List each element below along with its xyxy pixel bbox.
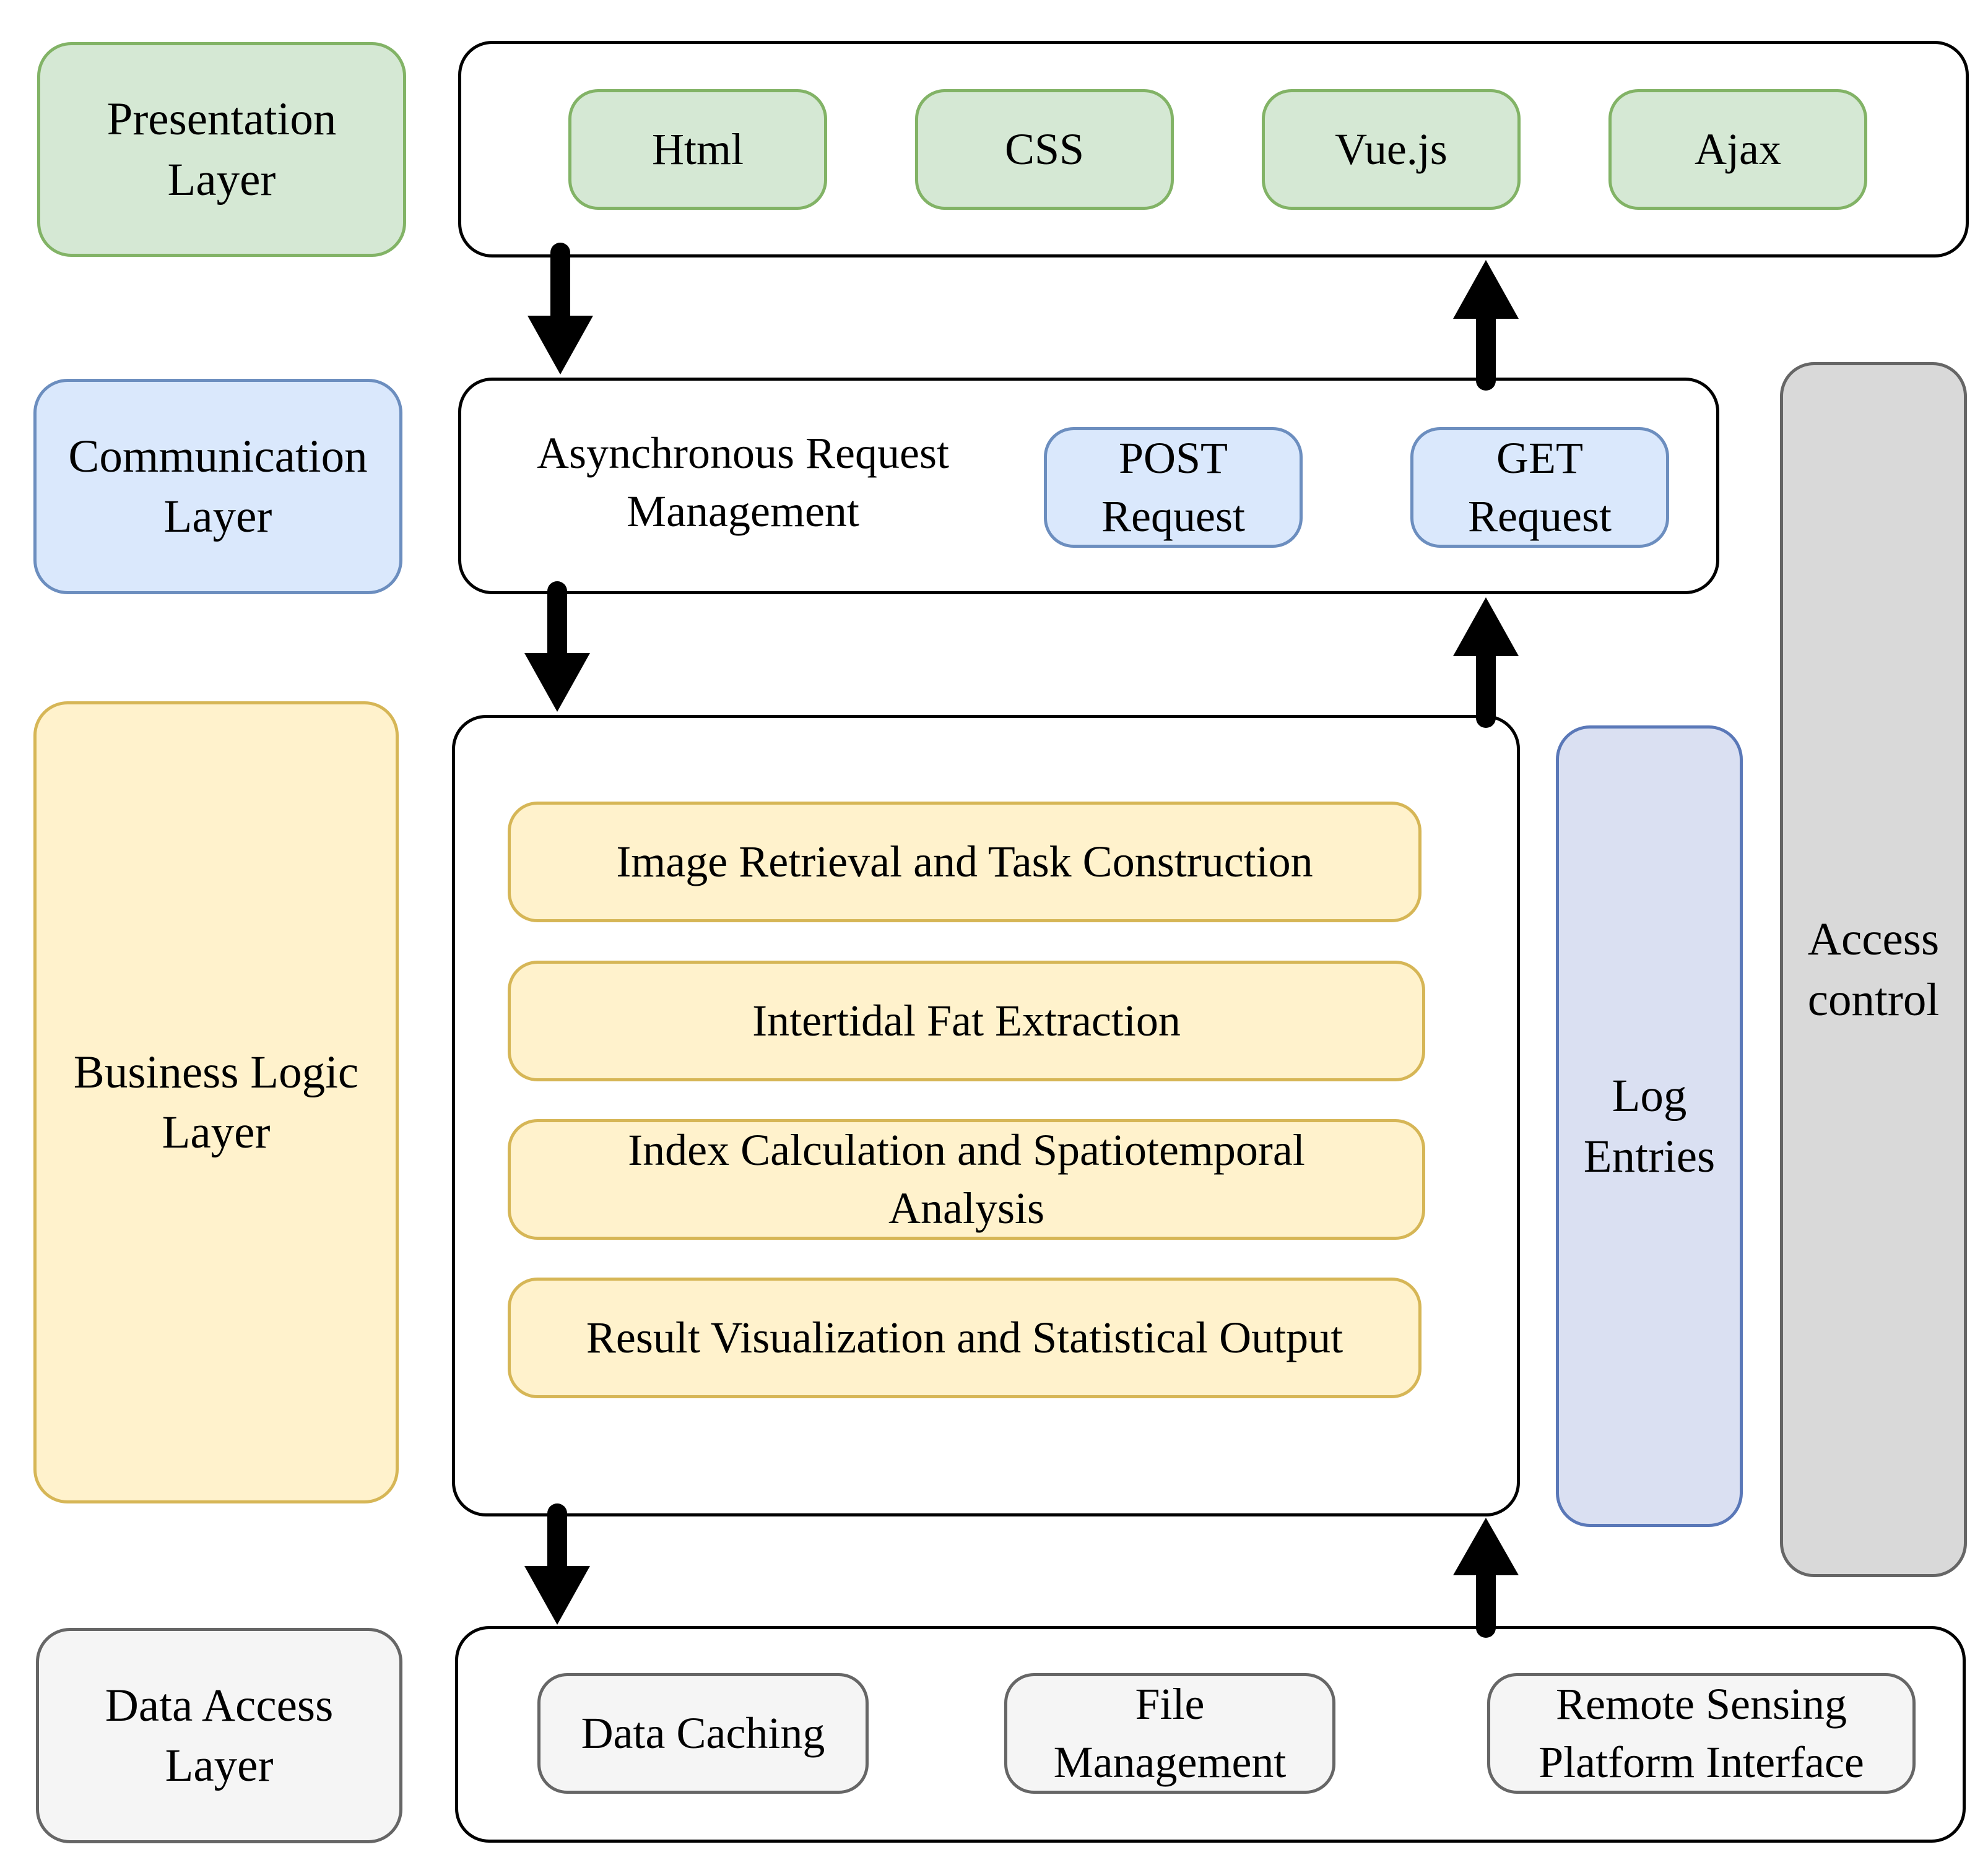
business-item-intertidal-extraction: Intertidal Fat Extraction bbox=[508, 961, 1425, 1081]
communication-layer-label: Communication Layer bbox=[33, 379, 402, 594]
business-logic-layer-label: Business Logic Layer bbox=[33, 701, 399, 1503]
data-access-layer-label: Data Access Layer bbox=[36, 1628, 402, 1843]
log-entries-box: Log Entries bbox=[1556, 725, 1743, 1527]
arrow-down-business-to-data-access bbox=[524, 1503, 590, 1625]
business-item-result-visualization: Result Visualization and Statistical Out… bbox=[508, 1278, 1422, 1398]
arrow-up-data-access-to-business bbox=[1453, 1518, 1519, 1638]
presentation-layer-label: Presentation Layer bbox=[37, 42, 406, 257]
data-access-item-remote-sensing: Remote Sensing Platform Interface bbox=[1487, 1673, 1916, 1794]
data-access-item-caching: Data Caching bbox=[537, 1673, 869, 1794]
arrow-up-business-to-communication bbox=[1453, 597, 1519, 728]
presentation-item-css: CSS bbox=[915, 89, 1174, 210]
presentation-item-html: Html bbox=[568, 89, 827, 210]
arrow-down-presentation-to-communication bbox=[527, 243, 593, 374]
data-access-item-file-management: File Management bbox=[1004, 1673, 1335, 1794]
arrow-down-communication-to-business bbox=[524, 581, 590, 712]
async-request-management-label: Asynchronous Request Management bbox=[537, 428, 949, 536]
business-item-image-retrieval: Image Retrieval and Task Construction bbox=[508, 802, 1422, 922]
access-control-box: Access control bbox=[1780, 362, 1967, 1577]
arrow-up-communication-to-presentation bbox=[1453, 260, 1519, 391]
business-item-index-calculation: Index Calculation and Spatiotemporal Ana… bbox=[508, 1119, 1425, 1240]
presentation-item-vuejs: Vue.js bbox=[1262, 89, 1521, 210]
get-request-box: GET Request bbox=[1410, 427, 1669, 548]
presentation-item-ajax: Ajax bbox=[1608, 89, 1867, 210]
post-request-box: POST Request bbox=[1044, 427, 1303, 548]
